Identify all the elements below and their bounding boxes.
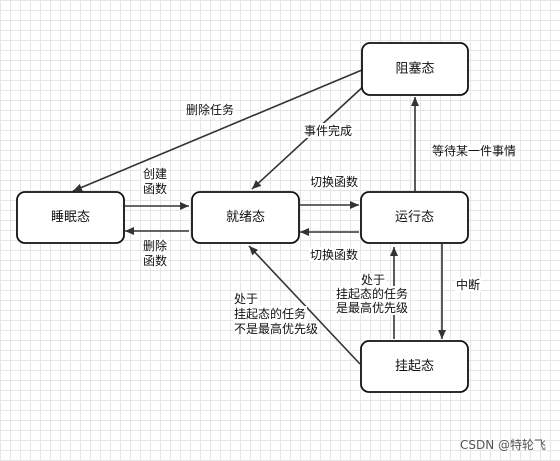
label-resume-running-line2: 挂起态的任务 — [336, 286, 408, 301]
edge-label-background — [335, 286, 410, 301]
edge-label-background — [142, 167, 169, 181]
state-running-label: 运行态 — [395, 210, 434, 225]
label-delete-func-line1: 删除 — [143, 238, 167, 253]
edge-label-background — [335, 300, 410, 315]
state-ready[interactable]: 就绪态 — [191, 191, 300, 244]
edge-label-background — [303, 123, 354, 138]
label-create-func-line1: 创建 — [143, 167, 167, 181]
edge-label-background — [360, 273, 387, 287]
edge-label-background — [142, 253, 169, 268]
label-resume-running-line1: 处于 — [361, 273, 385, 287]
label-delete-func-line2: 函数 — [143, 253, 167, 268]
label-wait-event: 等待某一件事情 — [432, 144, 516, 158]
edge-blocked-to-sleep — [72, 69, 363, 192]
label-resume-running-line3: 是最高优先级 — [336, 300, 408, 315]
label-switch-func-to-ready: 切换函数 — [310, 247, 358, 262]
edge-label-background — [142, 181, 169, 196]
edge-label-background — [233, 306, 308, 321]
label-resume-ready-line2: 挂起态的任务 — [234, 306, 306, 321]
edge-label-background — [142, 238, 169, 253]
state-sleep-label: 睡眠态 — [51, 210, 90, 225]
edge-label-background — [233, 292, 260, 306]
label-resume-ready-line1: 处于 — [234, 292, 258, 306]
label-interrupt: 中断 — [456, 277, 480, 292]
label-delete-task: 删除任务 — [186, 102, 234, 117]
state-blocked[interactable]: 阻塞态 — [361, 42, 469, 96]
edge-label-background — [309, 247, 360, 262]
label-event-complete: 事件完成 — [304, 123, 352, 138]
label-create-func-line2: 函数 — [143, 181, 167, 196]
edge-label-background — [455, 277, 482, 292]
edge-label-background — [233, 321, 320, 336]
edge-suspended-to-ready — [248, 245, 361, 365]
label-resume-ready-line3: 不是最高优先级 — [234, 321, 318, 336]
edge-label-background — [309, 174, 360, 189]
state-ready-label: 就绪态 — [226, 210, 265, 225]
watermark: CSDN @特轮飞 — [459, 438, 546, 452]
state-blocked-label: 阻塞态 — [395, 61, 434, 77]
state-running[interactable]: 运行态 — [360, 191, 469, 244]
edge-label-background — [185, 102, 236, 117]
state-suspended[interactable]: 挂起态 — [360, 340, 469, 393]
label-switch-func-to-running: 切换函数 — [310, 174, 358, 189]
edge-label-background — [431, 144, 518, 158]
state-sleep[interactable]: 睡眠态 — [16, 191, 125, 244]
state-suspended-label: 挂起态 — [395, 359, 434, 374]
